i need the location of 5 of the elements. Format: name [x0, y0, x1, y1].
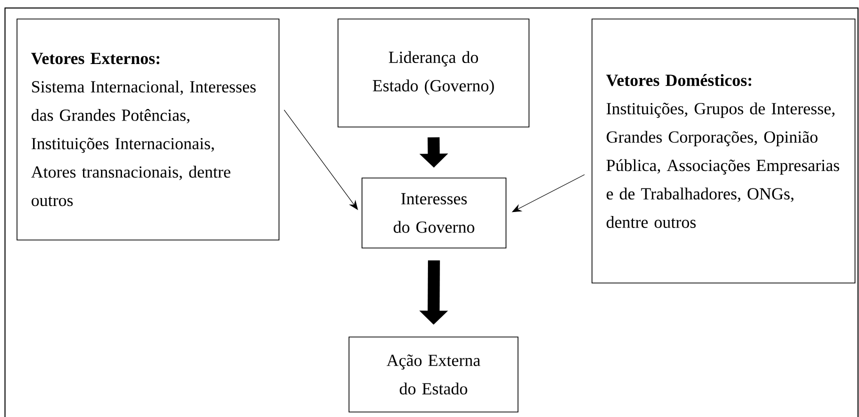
process-box: Interesses do Governo: [362, 178, 506, 248]
process-box: Liderança do Estado (Governo): [338, 18, 530, 128]
process-box: Ação Externa do Estado: [348, 336, 518, 412]
factor-box: Vetores Domésticos: Instituições, Grupos de Interesse, Grandes Corporações, Opinião Pública, Associações Empresarias e de Trabalhadores, ONGs, dentre outros: [592, 18, 856, 284]
factor-box: Vetores Externos: Sistema Internacional, Interesses das Grandes Potências, Instituições Internacionais, Atores transnacionais, dentre outros: [16, 18, 280, 240]
